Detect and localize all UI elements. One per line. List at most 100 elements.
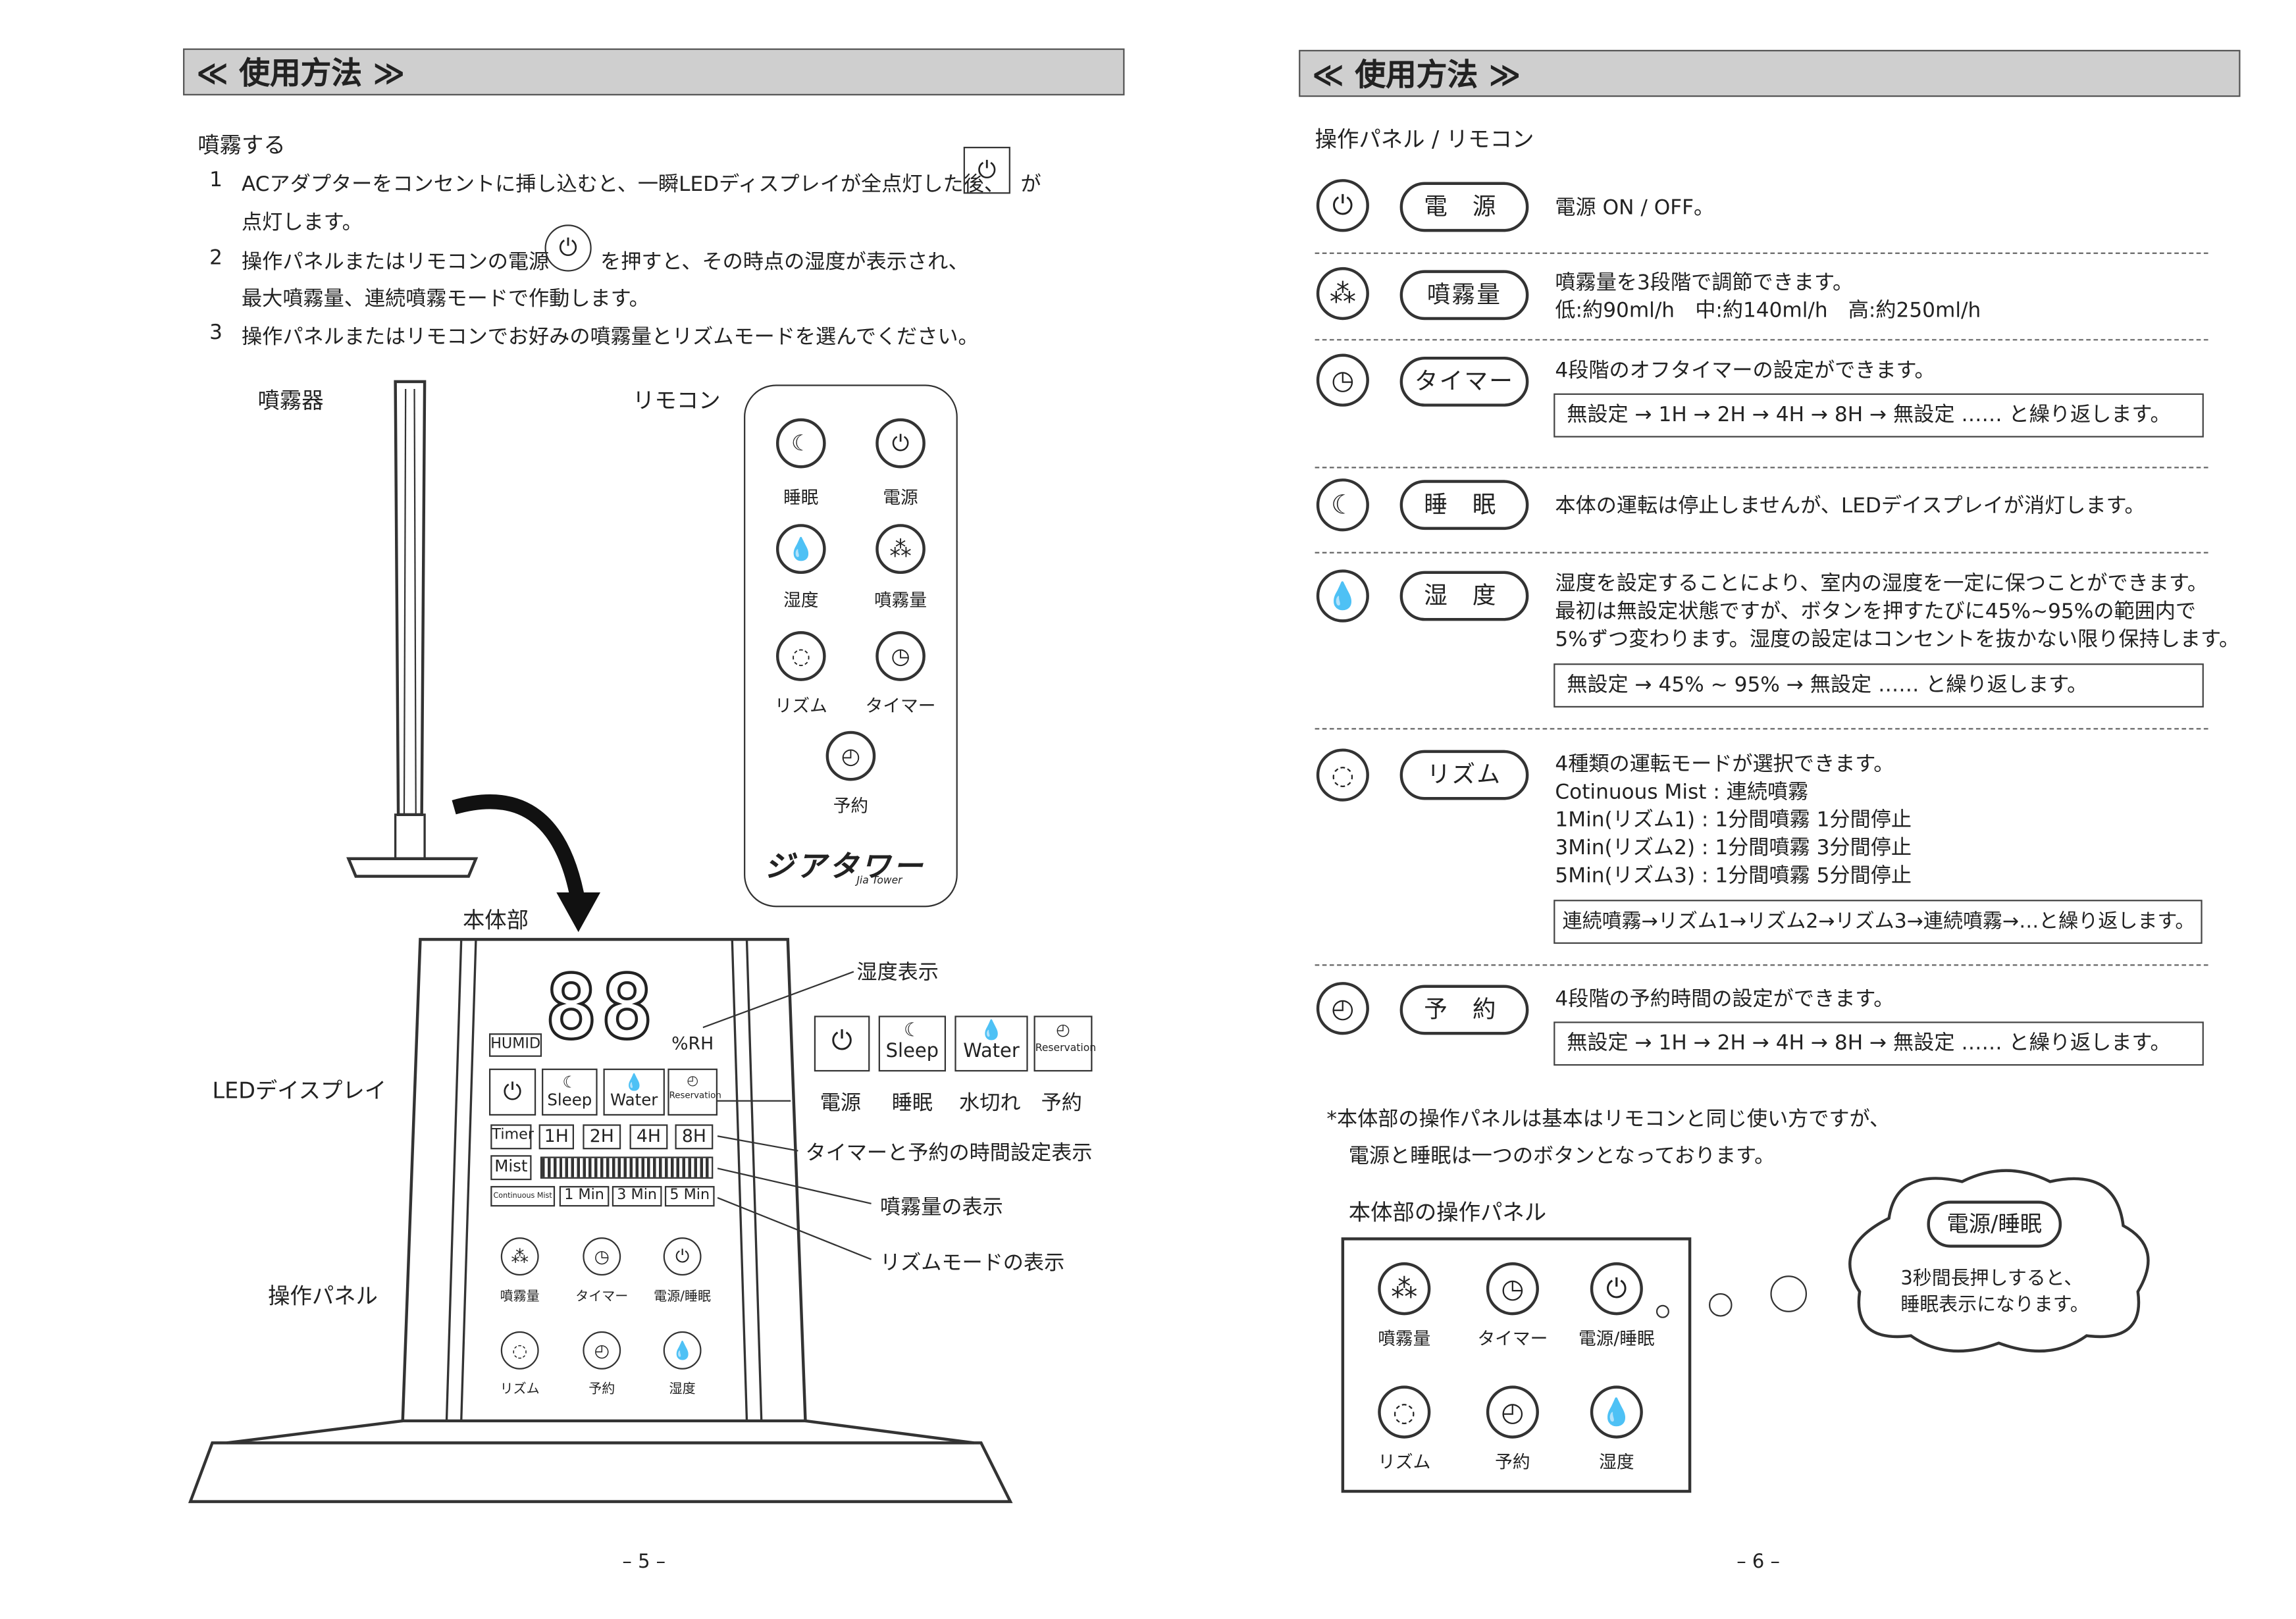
reservation-desc: 4段階の予約時間の設定ができます。: [1555, 987, 1894, 1012]
step-1-text: ACアダプターをコンセントに挿し込むと、一瞬LEDディスプレイが全点灯した後、: [242, 173, 1005, 197]
power-icon: ⏻: [488, 1068, 536, 1116]
moon-icon: ☾: [903, 1020, 921, 1042]
bubble-dot-small: [1708, 1293, 1733, 1317]
spray-desc-1: 噴霧量を3段階で調節できます。: [1555, 271, 1854, 296]
remote-label-reservation: 予約: [833, 795, 869, 817]
step-2-text-line2: 最大噴霧量、連続噴霧モードで作動します。: [242, 288, 650, 311]
power-icon[interactable]: ⏻: [875, 418, 926, 469]
spray-desc-2: 低:約90ml/h 中:約140ml/h 高:約250ml/h: [1555, 299, 1981, 323]
mist-label: Mist: [490, 1155, 532, 1181]
power-label: 電 源: [1399, 182, 1529, 232]
panel-label-timer: タイマー: [1477, 1328, 1548, 1349]
spray-icon[interactable]: ⁂: [1378, 1262, 1431, 1316]
rhythm-sequence-box: 連続噴霧→リズム1→リズム2→リズム3→連続噴霧→…と繰り返します。: [1553, 900, 2203, 944]
power-desc: 電源 ON / OFF。: [1555, 196, 1715, 220]
remote-label-spray: 噴霧量: [874, 590, 927, 611]
note-line-2: 電源と睡眠は一つのボタンとなっております。: [1348, 1144, 1775, 1169]
spray-icon[interactable]: ⁂: [875, 524, 926, 575]
water-drop-icon: 💧: [979, 1020, 1003, 1042]
timer-icon[interactable]: ◷: [875, 631, 926, 681]
humidity-desc-1: 湿度を設定することにより、室内の湿度を一定に保つことができます。: [1555, 572, 2208, 596]
remote-logo: ジアタワー: [764, 848, 926, 884]
humidity-icon[interactable]: 💧: [775, 524, 826, 575]
humidity-icon: 💧: [1316, 569, 1369, 623]
power-icon: ⏻: [963, 147, 1010, 194]
callout-timer-display: タイマーと予約の時間設定表示: [805, 1142, 1093, 1166]
caption-reservation: 予約: [1041, 1092, 1082, 1116]
reservation-indicator: ◴Reservation: [667, 1068, 721, 1116]
timer-icon: ◷: [1316, 353, 1369, 407]
reservation-icon: ◴: [1056, 1020, 1070, 1040]
right-section-title: 操作パネル / リモコン: [1315, 126, 1534, 153]
rhythm-icon[interactable]: ◌: [775, 631, 826, 681]
humidity-icon[interactable]: 💧: [663, 1331, 702, 1370]
rhythm-1min: 1 Min: [559, 1186, 610, 1207]
timer-icon[interactable]: ◷: [583, 1237, 621, 1276]
remote-label-rhythm: リズム: [774, 696, 827, 717]
sleep-desc: 本体の運転は停止しませんが、LEDデイスプレイが消灯します。: [1555, 494, 2145, 519]
timer-desc: 4段階のオフタイマーの設定ができます。: [1555, 359, 1935, 384]
caption-sleep: 睡眠: [891, 1092, 933, 1116]
panel-label-rhythm: リズム: [500, 1382, 540, 1398]
rhythm-desc-5: 5Min(リズム3) : 1分間噴霧 5分間停止: [1555, 864, 1912, 888]
panel-label-spray: 噴霧量: [1378, 1328, 1431, 1349]
rhythm-3min: 3 Min: [612, 1186, 662, 1207]
water-legend: 💧Water: [954, 1015, 1028, 1072]
rhythm-desc-4: 3Min(リズム2) : 1分間噴霧 3分間停止: [1555, 836, 1912, 860]
reservation-indicator-label: Reservation: [669, 1091, 721, 1101]
reservation-icon[interactable]: ◴: [583, 1331, 621, 1370]
timer-1h: 1H: [538, 1124, 575, 1150]
rhythm-5min: 5 Min: [664, 1186, 715, 1207]
label-remote: リモコン: [632, 387, 721, 414]
bubble-dot-large: [1770, 1275, 1808, 1312]
panel-label-humidity: 湿度: [669, 1382, 696, 1398]
sleep-indicator: ☾Sleep: [542, 1068, 598, 1116]
reservation-icon[interactable]: ◴: [1486, 1385, 1539, 1439]
sleep-legend-label: Sleep: [885, 1041, 939, 1063]
reservation-icon: ◴: [1316, 982, 1369, 1035]
power-icon[interactable]: ⏻: [663, 1237, 702, 1276]
remote-label-timer: タイマー: [865, 696, 936, 717]
row-divider: [1315, 252, 2208, 254]
humidity-label: 湿 度: [1399, 571, 1529, 621]
indicator-dot: [1656, 1304, 1669, 1318]
moon-icon[interactable]: ☾: [775, 418, 826, 469]
step-3-text: 操作パネルまたはリモコンでお好みの噴霧量とリズムモードを選んでください。: [242, 326, 979, 349]
remote-label-humidity: 湿度: [783, 590, 819, 611]
sleep-label: 睡 眠: [1399, 480, 1529, 530]
panel-label-humidity: 湿度: [1599, 1451, 1634, 1472]
step-2-number: 2: [209, 246, 222, 270]
page-number-left: – 5 –: [622, 1551, 666, 1574]
rhythm-icon[interactable]: ◌: [500, 1331, 539, 1370]
rhythm-desc-1: 4種類の運転モードが選択できます。: [1555, 753, 1894, 777]
humidity-icon[interactable]: 💧: [1590, 1385, 1643, 1439]
continuous-mist-label: Continuous Mist: [490, 1186, 556, 1207]
panel-label-rhythm: リズム: [1378, 1451, 1431, 1472]
moon-icon: ☾: [1316, 478, 1369, 532]
step-2-text-suffix: を押すと、その時点の湿度が表示され、: [600, 251, 969, 275]
remote-control: [744, 384, 958, 908]
remote-logo-sub: Jia Tower: [856, 875, 902, 887]
reservation-sequence-box: 無設定 → 1H → 2H → 4H → 8H → 無設定 …… と繰り返します…: [1553, 1021, 2204, 1066]
panel-label-reservation: 予約: [588, 1382, 615, 1398]
sleep-indicator-label: Sleep: [547, 1091, 592, 1110]
right-page-header: ≪ 使用方法 ≫: [1299, 49, 2241, 97]
reservation-icon[interactable]: ◴: [825, 731, 876, 781]
panel-label-reservation: 予約: [1495, 1451, 1530, 1472]
timer-sequence-box: 無設定 → 1H → 2H → 4H → 8H → 無設定 …… と繰り返します…: [1553, 393, 2204, 438]
body-unit-illustration: [188, 938, 1013, 1503]
row-divider: [1315, 339, 2208, 341]
step-1-text-suffix: が: [1020, 173, 1041, 197]
panel-label-power-sleep: 電源/睡眠: [1578, 1328, 1655, 1349]
step-1-text-line2: 点灯します。: [242, 211, 363, 235]
timer-icon[interactable]: ◷: [1486, 1262, 1539, 1316]
left-section-title: 噴霧する: [197, 132, 286, 159]
power-icon[interactable]: ⏻: [1590, 1262, 1643, 1316]
page-number-right: – 6 –: [1736, 1551, 1780, 1574]
rhythm-icon[interactable]: ◌: [1378, 1385, 1431, 1439]
row-divider: [1315, 964, 2208, 966]
rh-label: %RH: [671, 1033, 714, 1054]
caption-water: 水切れ: [959, 1092, 1021, 1116]
spray-icon[interactable]: ⁂: [500, 1237, 539, 1276]
